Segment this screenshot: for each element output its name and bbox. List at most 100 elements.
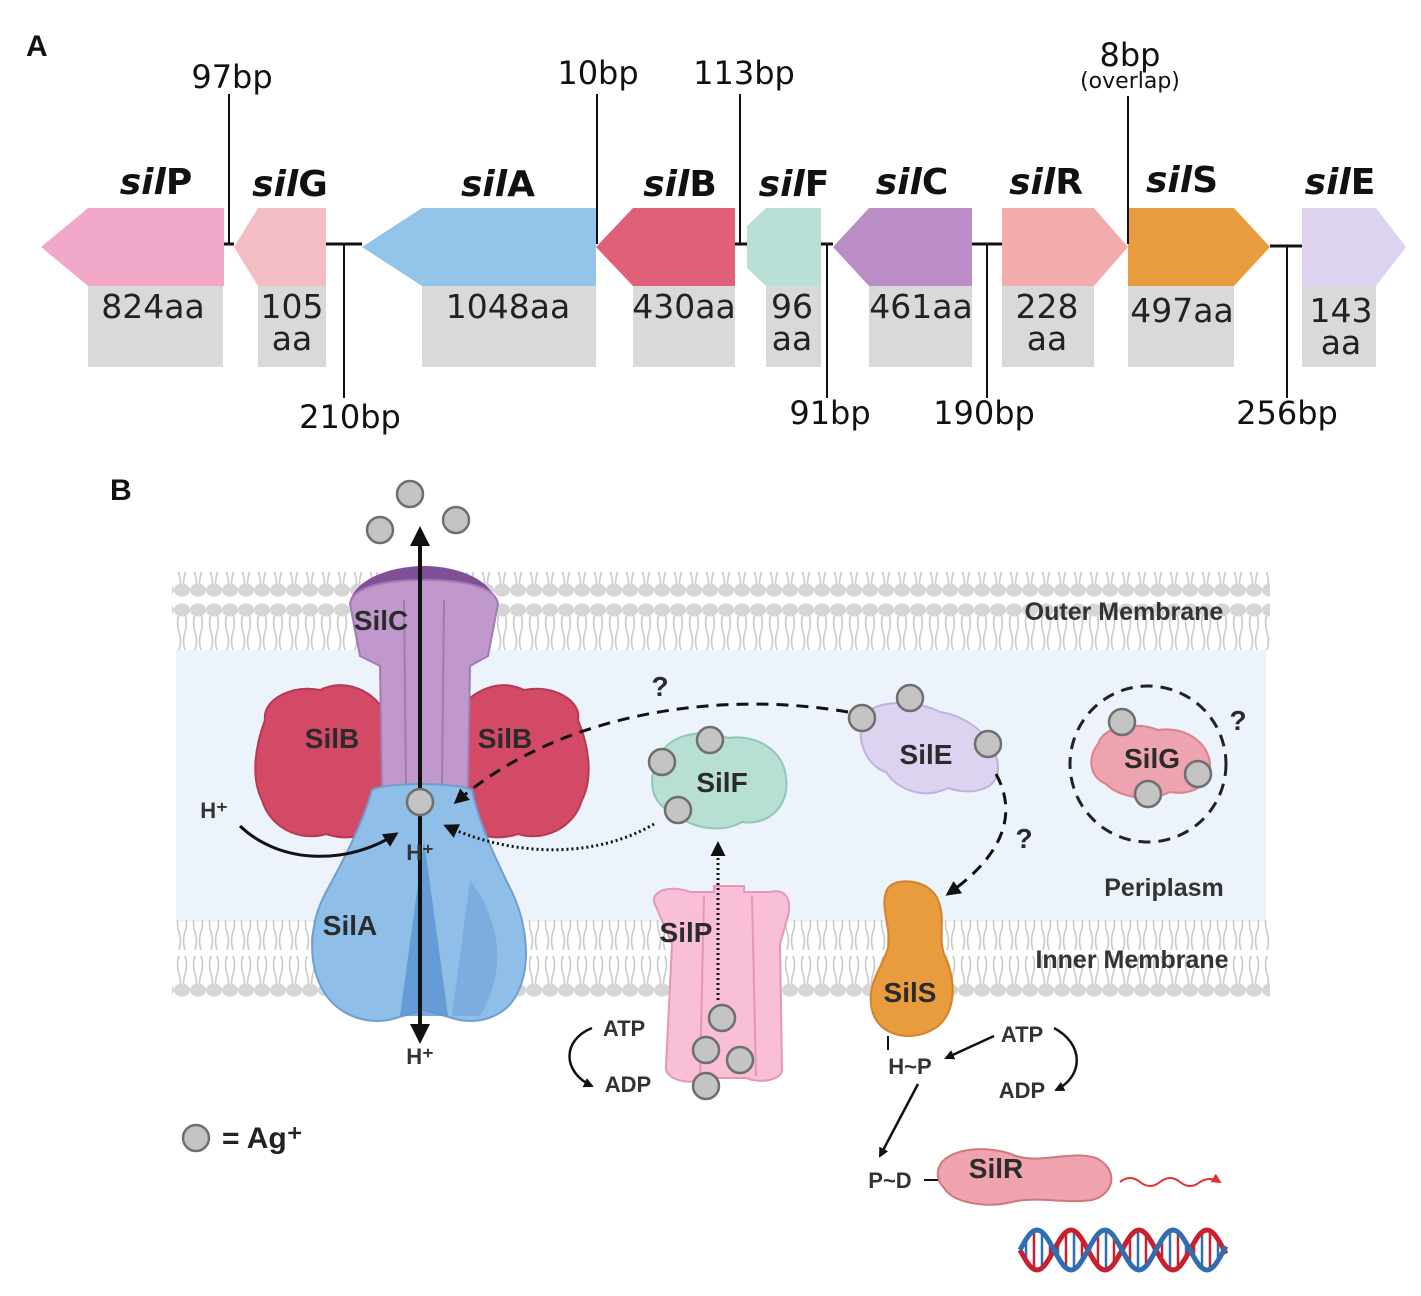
question-mark-sile-silcba: ? [651,671,668,702]
size-silF-num: 96 [771,287,813,326]
silp-atp-cycle-arrow [568,1026,594,1088]
gene-name-silA: silA [461,164,535,205]
question-mark-silg: ? [1229,705,1246,736]
size-silR-unit: aa [1027,319,1067,358]
gene-arrow-silE [1302,208,1406,286]
silr-shape [936,1148,1113,1206]
inner-membrane-label: Inner Membrane [1035,946,1228,974]
h-plus-in-label: H⁺ [200,798,228,823]
silver-ions [365,479,1213,1101]
transcription-activation-arrow [1119,1173,1222,1187]
sila-label: SilA [323,910,377,941]
silver-ion [1133,779,1163,809]
silver-ion [1183,759,1213,789]
periplasm-label: Periplasm [1104,874,1224,902]
gene-arrow-silR [1002,208,1128,286]
sile-to-silcba-dashed-arrow [453,702,849,804]
gene-name-silF: silF [759,164,830,205]
size-boxes [88,286,1376,367]
silc-shape [348,578,500,791]
size-silG-unit: aa [272,319,312,358]
gene-name-silC: silC [876,162,949,203]
silp-atp-label: ATP [603,1016,645,1041]
size-silF-unit: aa [772,319,812,358]
silcba-efflux-complex: SilC SilB SilB SilA H⁺ H⁺ H⁺ [200,526,590,1069]
silp-label: SilP [660,917,713,948]
sils-shape [869,880,954,1037]
silver-ion [895,683,925,713]
size-silA: 1048aa [446,287,570,326]
sile-to-sils-dashed-arrow [945,773,1008,896]
silver-ion [647,747,677,777]
sils-atp-cycle-arrow [1053,1026,1078,1092]
size-silR-num: 228 [1016,287,1079,326]
silver-ion [847,703,877,733]
question-mark-sile-sils: ? [1015,823,1032,854]
silb-right-label: SilB [478,723,532,754]
silc-label: SilC [354,605,408,636]
silver-ion [707,1003,737,1033]
silg-dashed-boundary [1068,684,1228,844]
silver-ion [973,729,1003,759]
spacer-leader-lines [228,94,1288,398]
silr-label: SilR [969,1153,1023,1184]
panel-a-label: A [26,30,48,63]
size-silC: 461aa [869,287,972,326]
spacer-label-97bp: 97bp [191,58,272,96]
sils-h-p-label: H~P [888,1054,931,1079]
silr-p-d-label: P~D [868,1168,911,1193]
h-plus-channel-label: H⁺ [406,840,434,865]
silg-periplasmic-protein: SilG [1068,684,1228,844]
sila-center-fold [400,840,448,1016]
gene-name-silB: silB [643,164,717,205]
legend-text: = Ag⁺ [222,1122,303,1155]
h-plus-out-label: H⁺ [406,1044,434,1069]
gene-arrow-silG [234,208,326,286]
silf-label: SilF [696,767,747,798]
spacer-label-10bp: 10bp [557,54,638,92]
silp-atpase: SilP ATP ADP [568,841,791,1097]
size-silE-unit: aa [1321,323,1361,362]
silver-ion [395,479,425,509]
sile-periplasmic-protein: SilE [859,702,1000,795]
silg-label: SilG [1124,743,1180,774]
silver-ion [691,1035,721,1065]
sile-label: SilE [900,739,953,770]
sila-right-fold [452,880,498,1016]
gene-arrow-silP [41,208,224,286]
sils-label: SilS [884,977,937,1008]
panel-b-label: B [110,474,132,507]
gene-arrow-silF [747,208,821,286]
size-silS: 497aa [1130,291,1233,330]
size-silP: 824aa [101,287,204,326]
size-silB: 430aa [632,287,735,326]
silver-ion [405,787,435,817]
silver-ion [365,515,395,545]
transfer-paths [443,702,1008,896]
proton-influx-arrow [238,824,399,858]
silf-to-silcba-dotted-arrow [443,822,655,852]
phosphotransfer-arrow [878,1083,920,1158]
silp-adp-label: ADP [605,1072,651,1097]
silver-ion [695,725,725,755]
spacer-label-210bp: 210bp [299,398,401,436]
silver-ion [1107,707,1137,737]
spacer-note-overlap: (overlap) [1080,69,1180,94]
gene-name-silE: silE [1305,162,1376,203]
spacer-label-8bp: 8bp [1100,36,1161,74]
silr-response-regulator: P~D SilR [868,1148,1222,1206]
sils-adp-label: ADP [999,1078,1045,1103]
outer-membrane-label: Outer Membrane [1025,598,1224,626]
size-silE-num: 143 [1310,291,1373,330]
spacer-label-91bp: 91bp [789,394,870,432]
gene-arrow-silB [596,208,735,286]
dna-helix-icon [1017,1227,1229,1273]
gene-arrow-silC [833,208,972,286]
legend: = Ag⁺ [181,1122,303,1155]
silver-ion [691,1071,721,1101]
sile-shape [859,702,1000,795]
panel-a-gene-cluster: A [26,30,1406,436]
spacer-label-113bp: 113bp [693,54,795,92]
silb-left-label: SilB [305,723,359,754]
